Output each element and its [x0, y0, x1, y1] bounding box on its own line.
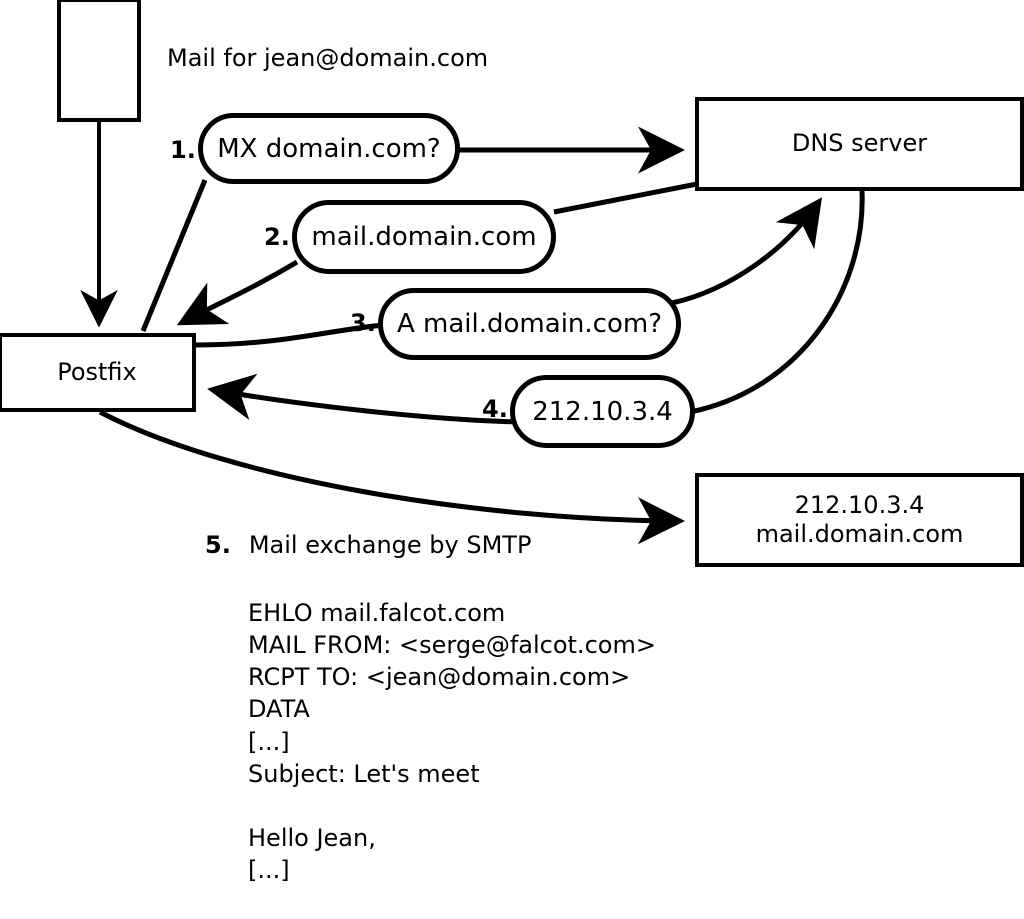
node-dns-server-label: DNS server: [791, 129, 928, 158]
step-number-3: 3.: [350, 309, 376, 337]
page-title: Mail for jean@domain.com: [167, 44, 489, 72]
connector-dns-to-step2: [553, 181, 698, 215]
step-bubble-3-label: A mail.domain.com?: [397, 309, 662, 339]
connector-postfix-to-step1: [140, 179, 208, 332]
step-bubble-1-label: MX domain.com?: [217, 133, 441, 164]
step-bubble-4-label: 212.10.3.4: [532, 396, 673, 427]
step-bubble-3[interactable]: A mail.domain.com?: [378, 288, 681, 360]
step-5-label: Mail exchange by SMTP: [248, 531, 532, 559]
node-dns-server[interactable]: DNS server: [695, 97, 1024, 191]
step-bubble-2[interactable]: mail.domain.com: [292, 200, 556, 274]
node-mail-client[interactable]: [57, 0, 141, 122]
step-bubble-1[interactable]: MX domain.com?: [198, 113, 460, 184]
step-bubble-4[interactable]: 212.10.3.4: [510, 375, 695, 448]
smtp-transcript: EHLO mail.falcot.com MAIL FROM: <serge@f…: [248, 599, 656, 885]
connector-step3-to-dns: [671, 197, 823, 306]
step-number-1: 1.: [170, 136, 196, 164]
connector-dns-to-step4: [689, 190, 865, 415]
connector-step2-to-postfix: [176, 259, 299, 326]
node-remote-mail-server-label: 212.10.3.4 mail.domain.com: [755, 490, 964, 548]
step-number-4: 4.: [482, 395, 508, 423]
connector-step4-to-postfix: [207, 373, 521, 425]
step-5-row: 5. Mail exchange by SMTP: [205, 531, 531, 559]
step-number-5: 5.: [205, 531, 231, 559]
step-number-2: 2.: [264, 223, 290, 251]
node-postfix-label: Postfix: [57, 357, 137, 386]
node-postfix[interactable]: Postfix: [0, 333, 196, 412]
node-remote-mail-server[interactable]: 212.10.3.4 mail.domain.com: [695, 473, 1024, 567]
step-bubble-2-label: mail.domain.com: [311, 222, 537, 252]
